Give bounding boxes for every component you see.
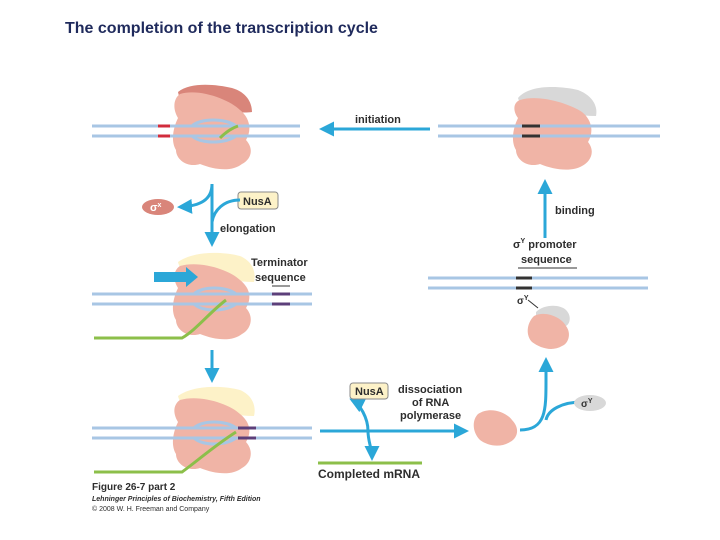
mrna-release-arrow (364, 430, 380, 461)
sigma-x-release-arrow (177, 183, 214, 214)
terminator-label-line2: sequence (255, 272, 306, 284)
rna-polymerase (172, 92, 251, 170)
free-holoenzyme (527, 305, 570, 349)
dissociation-label-line2: of RNA (412, 397, 449, 409)
initiation-complex (92, 84, 300, 170)
completed-mrna-label: Completed mRNA (318, 467, 420, 481)
nascent-rna (218, 124, 239, 140)
rna-transcript (94, 298, 227, 340)
transcription-bubble (190, 118, 237, 144)
rna-polymerase (512, 98, 592, 170)
sigma-x-released (142, 199, 174, 215)
rna-polymerase (172, 264, 251, 340)
dissociation-label-line3: polymerase (400, 410, 461, 422)
sigma-y-mid-label: σY (517, 295, 529, 307)
sigma-y-complex-bound (438, 87, 660, 170)
rna-polymerase (172, 398, 251, 474)
elongation-complex (92, 252, 312, 340)
termination-complex (92, 386, 312, 474)
sigma-y-promoter-label: σY promoter (513, 238, 577, 251)
sigma-y-right-label: σY (581, 398, 593, 410)
initiation-label: initiation (355, 114, 401, 126)
nusa-label-bottom: NusA (355, 386, 384, 398)
nusa-badge-bottom (349, 382, 389, 400)
figure-caption: Figure 26-7 part 2 (92, 482, 176, 493)
sigma-y-promoter-label-line2: sequence (521, 254, 572, 266)
rna-transcript (94, 430, 237, 474)
nusa-join-arrow (210, 198, 241, 223)
free-core-polymerase (473, 410, 518, 446)
figure-title: The completion of the transcription cycl… (65, 20, 378, 37)
dissociation-label: dissociation (398, 384, 462, 396)
sigma-y-small-arrow (527, 299, 539, 309)
elongation-label: elongation (220, 223, 276, 235)
nusa-label-top: NusA (243, 196, 272, 208)
copyright-caption: © 2008 W. H. Freeman and Company (92, 505, 210, 513)
sigma-x-label: σx (150, 202, 162, 214)
terminator-label: Terminator (251, 257, 308, 269)
binding-label: binding (555, 205, 595, 217)
nusa-release-arrow (349, 398, 370, 432)
direction-arrow (154, 267, 198, 287)
book-caption: Lehninger Principles of Biochemistry, Fi… (92, 496, 261, 503)
sigma-y-released (574, 395, 606, 411)
sigma-y-join-arrow (519, 357, 554, 432)
rna-polymerase (527, 313, 569, 349)
transcription-bubble (192, 420, 237, 446)
free-dna-promoter (428, 276, 648, 290)
